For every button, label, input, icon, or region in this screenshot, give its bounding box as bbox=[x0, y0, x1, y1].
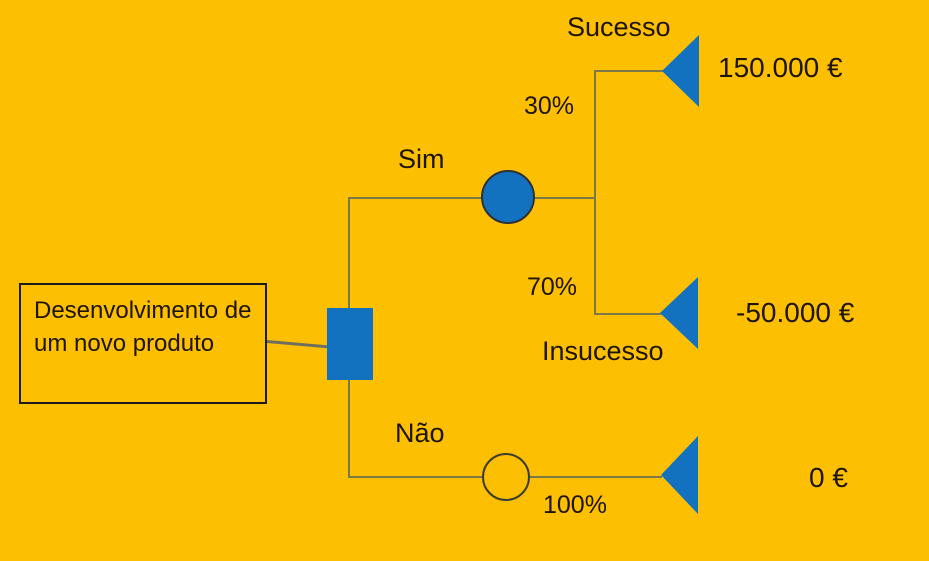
chance-node-sim-circle bbox=[481, 170, 535, 224]
terminal-triangle-sucesso-icon bbox=[662, 35, 699, 107]
outcome-label-insucesso: Insucesso bbox=[542, 336, 664, 366]
probability-insucesso: 70% bbox=[527, 273, 578, 301]
branch-label-sim: Sim bbox=[398, 144, 445, 174]
terminal-triangle-insucesso-icon bbox=[660, 277, 698, 349]
branch-line-sucesso bbox=[594, 70, 664, 72]
payoff-insucesso: -50.000 € bbox=[736, 297, 855, 328]
probability-nao: 100% bbox=[543, 491, 607, 519]
outcome-label-sucesso: Sucesso bbox=[567, 12, 671, 42]
probability-sucesso: 30% bbox=[524, 92, 575, 120]
connector-root-to-decision bbox=[266, 340, 328, 349]
branch-line-sim bbox=[348, 197, 595, 199]
branch-label-nao: Não bbox=[395, 418, 445, 448]
chance-node-nao-circle bbox=[482, 453, 530, 501]
chance-branch-vertical-line bbox=[594, 70, 596, 315]
payoff-sucesso: 150.000 € bbox=[718, 52, 843, 83]
payoff-nao: 0 € bbox=[809, 462, 848, 493]
root-node-box: Desenvolvimento de um novo produto bbox=[19, 283, 267, 404]
root-node-label: Desenvolvimento de um novo produto bbox=[34, 297, 252, 357]
terminal-triangle-nao-icon bbox=[661, 436, 698, 514]
branch-line-insucesso bbox=[594, 313, 662, 315]
decision-node-square bbox=[327, 308, 373, 380]
